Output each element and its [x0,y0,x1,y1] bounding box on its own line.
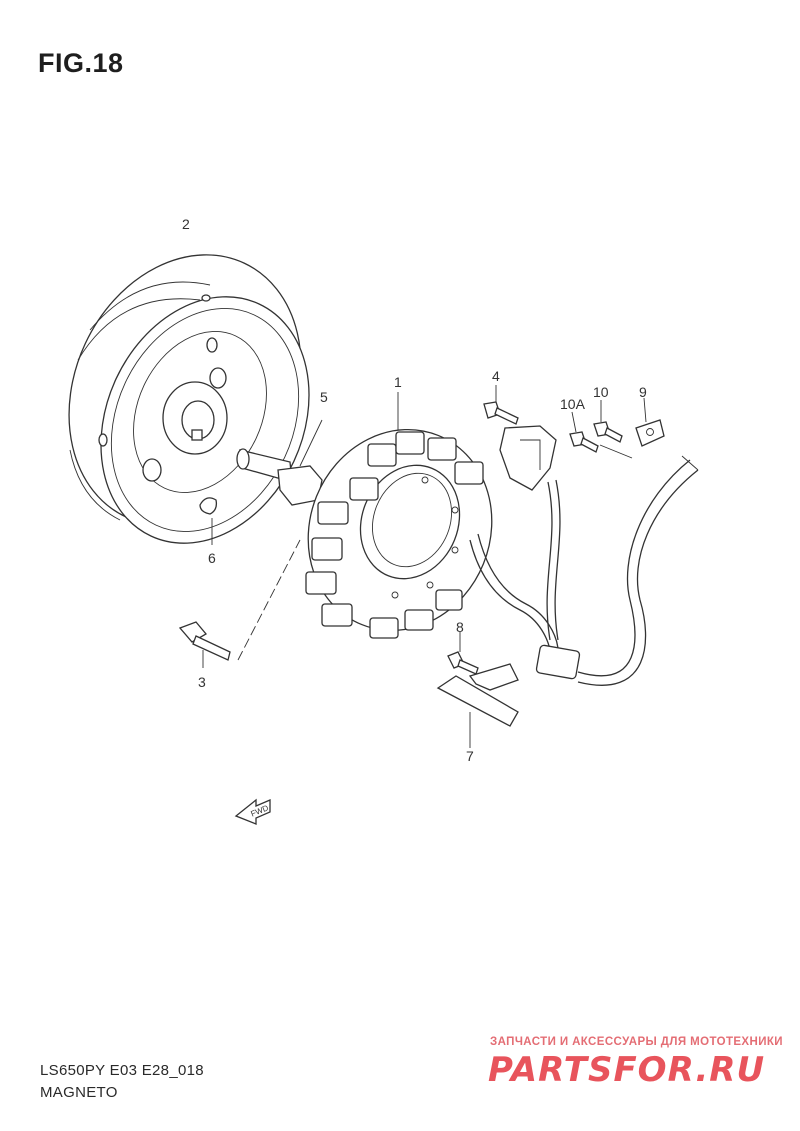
woodruff-key [199,497,218,545]
callout-10a: 10A [560,396,585,412]
harness-screws [569,400,633,459]
pickup-screw [483,385,519,425]
callout-3: 3 [198,674,206,690]
diagram-code: LS650PY E03 E28_018 [40,1062,204,1079]
watermark-subtitle: ЗАПЧАСТИ И АКСЕССУАРЫ ДЛЯ МОТОТЕХНИКИ [490,1036,783,1048]
callout-10: 10 [593,384,609,400]
figure-title: FIG.18 [38,48,124,78]
callout-2: 2 [182,216,190,232]
callout-8: 8 [456,619,464,635]
callout-6: 6 [208,550,216,566]
callout-7: 7 [466,748,474,764]
fwd-arrow-icon: FWD [234,798,271,825]
rotor-flywheel [68,254,310,544]
stator-coil [305,392,493,639]
harness-bracket [436,632,519,748]
watermark-logo: PARTSFOR.RU [488,1050,766,1090]
callout-1: 1 [394,374,402,390]
stator-screw [178,539,301,668]
wire-clamp [635,397,665,447]
diagram-name: MAGNETO [40,1084,118,1101]
callout-9: 9 [639,384,647,400]
pickup-coil-harness [469,425,699,686]
callout-4: 4 [492,368,500,384]
rotor-bolt [236,419,323,506]
callout-5: 5 [320,389,328,405]
